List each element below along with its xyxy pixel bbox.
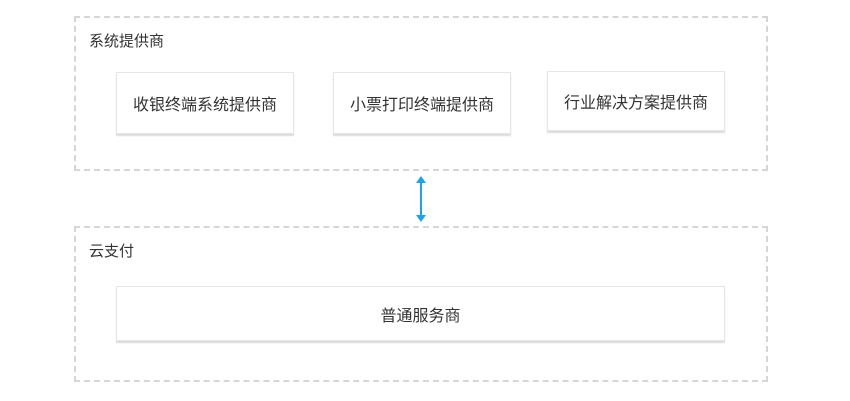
cash-register-provider-box: 收银终端系统提供商: [116, 72, 294, 134]
bidirectional-arrow-icon: [416, 176, 426, 222]
group-title: 云支付: [89, 242, 135, 260]
system-provider-group: 系统提供商: [74, 16, 768, 171]
group-title: 系统提供商: [89, 32, 165, 50]
cloud-payment-group: 云支付: [74, 226, 768, 382]
service-provider-box: 普通服务商: [116, 286, 725, 341]
receipt-printer-provider-box: 小票打印终端提供商: [333, 72, 511, 134]
industry-solution-provider-box: 行业解决方案提供商: [547, 71, 725, 131]
